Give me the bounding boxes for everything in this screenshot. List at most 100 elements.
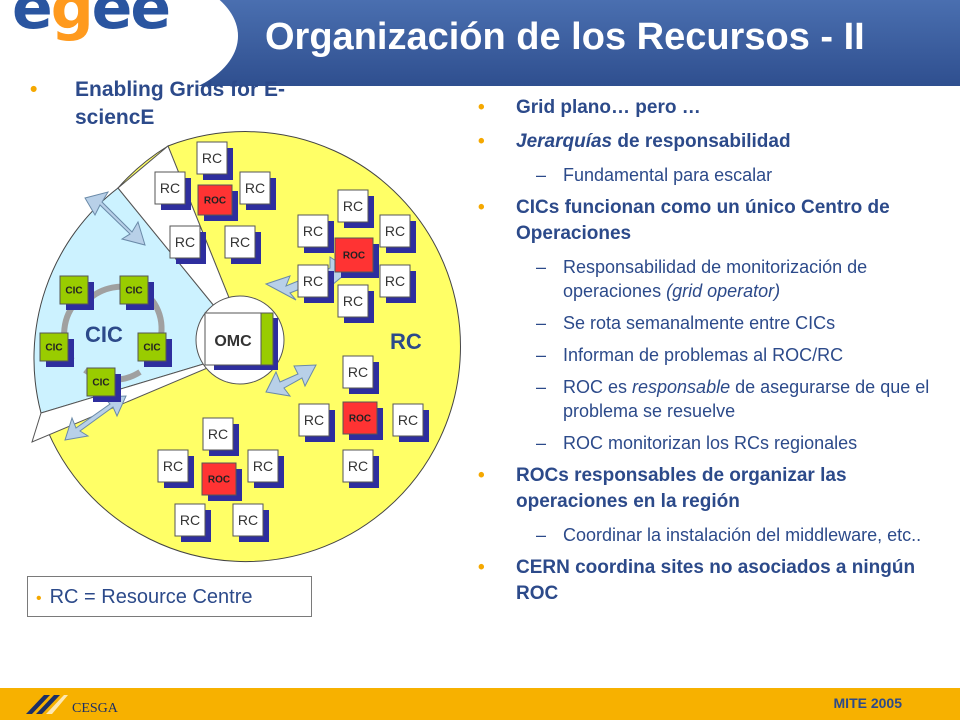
- rc-label: RC: [303, 273, 323, 289]
- egee-logo: egee: [12, 0, 171, 43]
- content-bullet: •CERN coordina sites no asociados a ning…: [478, 555, 948, 607]
- roc-label: ROC: [349, 414, 371, 425]
- rc-node: RC: [337, 284, 374, 323]
- roc-node: ROC: [334, 237, 379, 278]
- rc-label: RC: [304, 412, 324, 428]
- rc-label: RC: [163, 458, 183, 474]
- footer-bar: CESGA MITE 2005: [0, 688, 960, 720]
- cic-node: CIC: [39, 332, 74, 367]
- content-subitem: –ROC es responsable de asegurarse de que…: [478, 375, 948, 423]
- rc-node: RC: [298, 403, 335, 442]
- bullet-marker: •: [478, 197, 485, 218]
- rc-node: RC: [379, 214, 416, 253]
- bullet-marker: –: [536, 525, 547, 545]
- logo-background: egee: [0, 0, 238, 102]
- rc-node: RC: [297, 264, 334, 303]
- item-text: de asegurarse de que el problema se resu…: [563, 377, 930, 421]
- content-bullet: • CICs funcionan como un único Centro de …: [478, 195, 948, 247]
- bullet-marker: •: [478, 131, 485, 152]
- cic-node: CIC: [59, 275, 94, 310]
- bullet-marker: –: [536, 313, 547, 333]
- region-rc-label: RC: [390, 329, 422, 354]
- rc-label: RC: [180, 512, 200, 528]
- cesga-logo: CESGA: [26, 695, 119, 716]
- rc-label: RC: [238, 512, 258, 528]
- bullet-marker: –: [536, 165, 547, 185]
- item-text: CICs funcionan como un único Centro de O…: [516, 197, 890, 244]
- roc-label: ROC: [208, 475, 230, 486]
- bullet-marker: •: [478, 465, 485, 486]
- item-text: Informan de problemas al ROC/RC: [563, 345, 844, 365]
- roc-node: ROC: [201, 462, 242, 501]
- bullet-marker: •: [478, 557, 485, 578]
- tagline-bullet: •: [30, 78, 38, 101]
- legend-text: RC = Resource Centre: [49, 586, 253, 608]
- rc-node: RC: [342, 449, 379, 488]
- cic-label: CIC: [65, 286, 82, 297]
- rc-node: RC: [224, 225, 261, 264]
- rc-label: RC: [253, 458, 273, 474]
- item-text: ROC monitorizan los RCs regionales: [563, 433, 858, 453]
- item-text: ROC es: [563, 377, 633, 397]
- rc-node: RC: [247, 449, 284, 488]
- rc-label: RC: [343, 198, 363, 214]
- item-text: Coordinar la instalación del middleware,…: [563, 525, 922, 545]
- footer-text: MITE 2005: [833, 695, 902, 711]
- cic-label: CIC: [125, 286, 142, 297]
- region-cic-label: CIC: [85, 322, 123, 347]
- rc-label: RC: [348, 458, 368, 474]
- legend-box: • RC = Resource Centre: [27, 576, 312, 617]
- rc-node: RC: [337, 189, 374, 228]
- content-subitem: –Coordinar la instalación del middleware…: [478, 523, 948, 547]
- omc-node: OMC: [204, 312, 278, 370]
- cic-label: CIC: [45, 343, 62, 354]
- cic-node: CIC: [119, 275, 154, 310]
- rc-node: RC: [239, 171, 276, 210]
- emphasis-text: (grid operator): [666, 281, 781, 301]
- rc-node: RC: [154, 171, 191, 210]
- rc-label: RC: [343, 293, 363, 309]
- item-text: ROCs responsables de organizar las opera…: [516, 465, 847, 512]
- rc-node: RC: [392, 403, 429, 442]
- rc-node: RC: [174, 503, 211, 542]
- bullet-marker: –: [536, 257, 547, 277]
- rc-node: RC: [202, 417, 239, 456]
- item-text: Grid plano… pero …: [516, 97, 701, 118]
- rc-label: RC: [230, 234, 250, 250]
- rc-label: RC: [348, 364, 368, 380]
- bullet-marker: –: [536, 377, 547, 397]
- bullet-marker: –: [536, 345, 547, 365]
- rc-node: RC: [232, 503, 269, 542]
- tagline: • Enabling Grids for E-sciencE: [30, 76, 350, 132]
- item-text: Se rota semanalmente entre CICs: [563, 313, 836, 333]
- wedge-gap-bottom: [31, 349, 251, 443]
- rc-label: RC: [208, 426, 228, 442]
- bullet-marker: –: [536, 433, 547, 453]
- bullet-marker: •: [478, 97, 485, 118]
- item-text: de responsabilidad: [612, 131, 791, 152]
- rc-node: RC: [379, 264, 416, 303]
- rc-label: RC: [303, 223, 323, 239]
- item-text: Fundamental para escalar: [563, 165, 773, 185]
- cic-label: CIC: [143, 343, 160, 354]
- rc-label: RC: [175, 234, 195, 250]
- content-subitem: –Fundamental para escalar: [478, 163, 948, 187]
- legend-bullet: •: [36, 590, 42, 607]
- content-list: • Grid plano… pero … •Jerarquías de respon…: [478, 95, 948, 615]
- content-subitem: –ROC monitorizan los RCs regionales: [478, 431, 948, 455]
- content-subitem: –Informan de problemas al ROC/RC: [478, 343, 948, 367]
- rc-node: RC: [342, 355, 379, 394]
- cic-label: CIC: [92, 378, 109, 389]
- rc-label: RC: [385, 273, 405, 289]
- content-bullet: •Jerarquías de responsabilidad: [478, 129, 948, 155]
- rc-node: RC: [169, 225, 206, 264]
- emphasis-text: responsable: [632, 377, 731, 397]
- tagline-text: Enabling Grids for E-sciencE: [75, 78, 286, 129]
- omc-label: OMC: [214, 333, 252, 350]
- content-bullet: • ROCs responsables de organizar las oper…: [478, 463, 948, 515]
- cic-node: CIC: [137, 332, 172, 367]
- cic-node: CIC: [86, 367, 121, 402]
- rc-node: RC: [157, 449, 194, 488]
- roc-label: ROC: [204, 196, 226, 207]
